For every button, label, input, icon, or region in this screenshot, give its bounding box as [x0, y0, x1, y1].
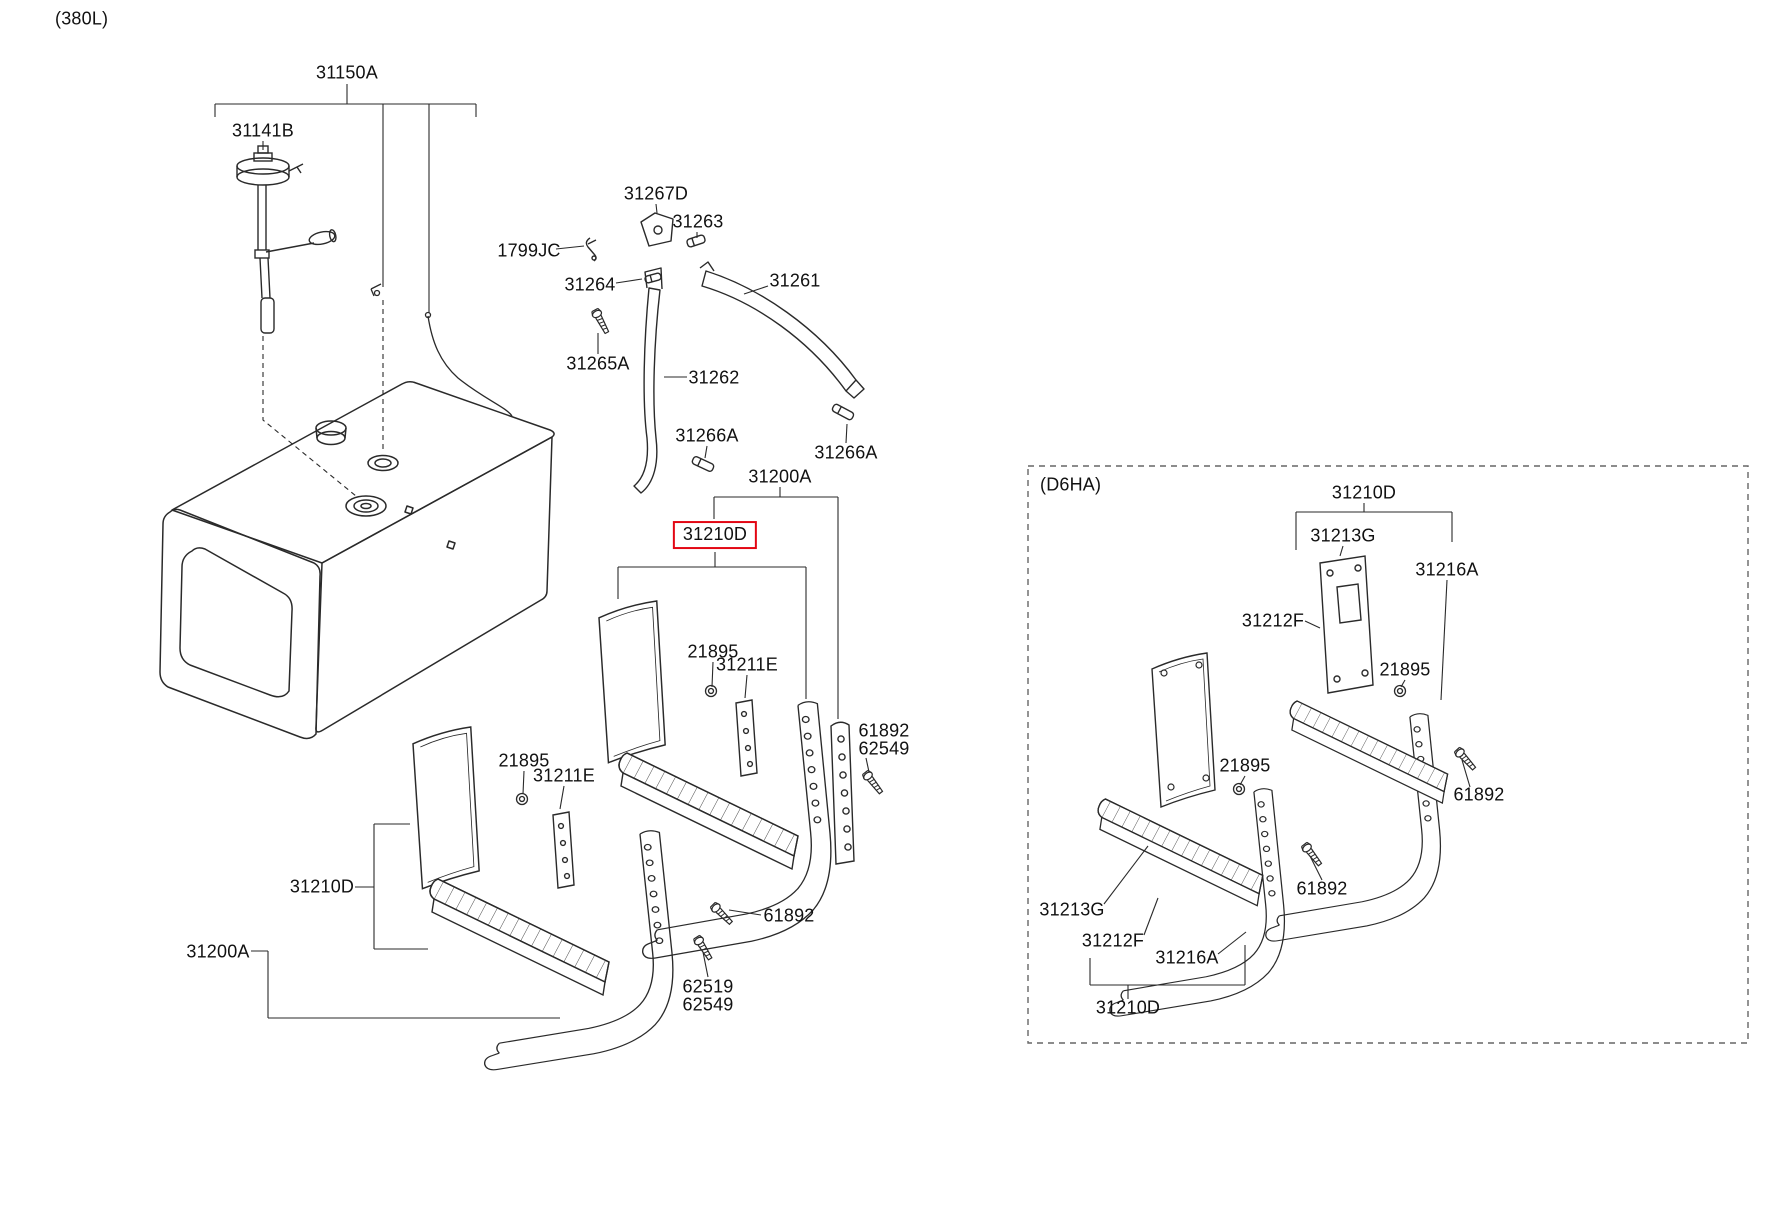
part-label-21895[interactable]: 21895 [498, 750, 550, 771]
part-label-62549[interactable]: 62549 [858, 738, 910, 759]
part-label-31210D[interactable]: 31210D [1331, 482, 1397, 503]
part-label-61892[interactable]: 61892 [858, 720, 910, 741]
part-label-31216A[interactable]: 31216A [1155, 947, 1219, 968]
fuel-tank [159, 380, 555, 740]
part-label-21895[interactable]: 21895 [1219, 755, 1271, 776]
part-label-31267D[interactable]: 31267D [623, 183, 689, 204]
tank-straps [585, 212, 865, 494]
part-label-31200A[interactable]: 31200A [748, 466, 812, 487]
part-label-31264[interactable]: 31264 [564, 274, 616, 295]
sender-rod-and-pipe [370, 283, 513, 417]
variant-label: (380L) [55, 8, 109, 29]
part-label-31213G[interactable]: 31213G [1039, 899, 1105, 920]
part-label-31261[interactable]: 31261 [769, 270, 821, 291]
part-label-61892[interactable]: 61892 [763, 905, 815, 926]
part-label-1799JC[interactable]: 1799JC [497, 240, 561, 261]
part-label-31211E[interactable]: 31211E [716, 654, 778, 675]
part-label-31212F[interactable]: 31212F [1241, 610, 1305, 631]
part-label-31212F[interactable]: 31212F [1081, 930, 1145, 951]
step-assembly-d6ha-lower [1097, 652, 1325, 1017]
part-label-31210D[interactable]: 31210D [289, 876, 355, 897]
part-label-31150A[interactable]: 31150A [316, 62, 378, 83]
part-label-62549[interactable]: 62549 [682, 994, 734, 1015]
part-label-31210D[interactable]: 31210D [672, 521, 758, 549]
fuel-sender [236, 145, 337, 334]
part-label-31211E[interactable]: 31211E [533, 765, 595, 786]
part-label-61892[interactable]: 61892 [1296, 878, 1348, 899]
part-label-31265A[interactable]: 31265A [566, 353, 630, 374]
part-label-31263[interactable]: 31263 [672, 211, 724, 232]
pin-31263 [686, 234, 706, 248]
part-label-62519[interactable]: 62519 [682, 976, 734, 997]
part-label-31266A[interactable]: 31266A [814, 442, 878, 463]
part-label-21895[interactable]: 21895 [687, 641, 739, 662]
inset-variant-label: (D6HA) [1040, 474, 1102, 495]
part-label-21895[interactable]: 21895 [1379, 659, 1431, 680]
bolt-31266A [691, 456, 715, 472]
part-label-31262[interactable]: 31262 [688, 367, 740, 388]
bolt-31266A [831, 403, 855, 421]
part-label-31200A[interactable]: 31200A [186, 941, 250, 962]
part-label-31141B[interactable]: 31141B [232, 120, 294, 141]
part-label-31216A[interactable]: 31216A [1415, 559, 1479, 580]
part-label-61892[interactable]: 61892 [1453, 784, 1505, 805]
leader-lines [214, 84, 1471, 1019]
part-label-31213G[interactable]: 31213G [1310, 525, 1376, 546]
strap-31262 [633, 287, 661, 494]
part-label-31266A[interactable]: 31266A [675, 425, 739, 446]
part-label-31210D[interactable]: 31210D [1095, 997, 1161, 1018]
